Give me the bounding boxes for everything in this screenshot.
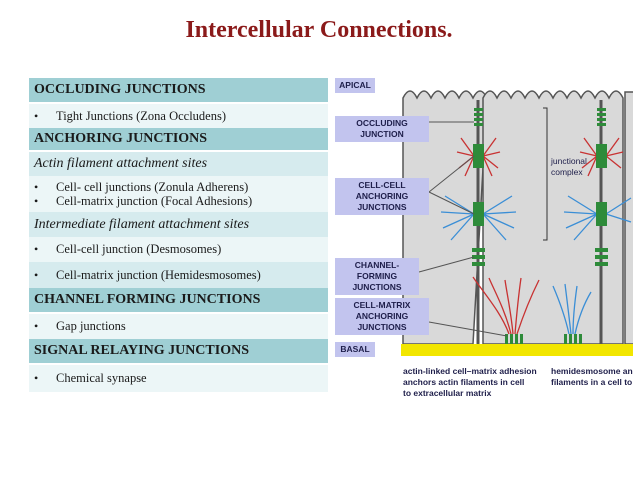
label-anchoring-junctions-2: ANCHORING JUNCTIONS <box>355 311 409 332</box>
bullet: • <box>34 194 39 208</box>
hemidesmosome-anchor <box>564 334 582 344</box>
caption-left-line-3: to extracellular matrix <box>403 388 492 398</box>
intermediate-subheader: Intermediate filament attachment sites <box>29 212 328 237</box>
channel-item: • Gap junctions <box>29 314 328 339</box>
occluding-item-text: Tight Junctions (Zona Occludens) <box>56 108 227 123</box>
desmosome-filaments <box>440 195 632 241</box>
label-basal: BASAL <box>335 342 375 357</box>
label-junctional-complex: junctional complex <box>551 156 587 178</box>
label-channel-forming: CHANNEL-FORMING JUNCTIONS <box>335 258 419 295</box>
actin-item-2: • Cell-matrix junction (Focal Adhesions) <box>29 194 328 212</box>
occluding-item: • Tight Junctions (Zona Occludens) <box>29 104 328 128</box>
actin-item-1: • Cell- cell junctions (Zonula Adherens) <box>29 176 328 194</box>
focal-adhesion-actin <box>472 276 540 335</box>
signal-item: • Chemical synapse <box>29 365 328 392</box>
basal-lamina <box>401 344 633 356</box>
label-channel-forming-text: CHANNEL-FORMING <box>354 260 400 281</box>
bullet: • <box>34 267 39 282</box>
intermediate-item-2: • Cell-matrix junction (Hemidesmosomes) <box>29 262 328 288</box>
anchoring-header: ANCHORING JUNCTIONS <box>29 128 328 152</box>
junctional-complex-bracket <box>543 107 548 241</box>
intermediate-item-1: • Cell-cell junction (Desmosomes) <box>29 237 328 262</box>
label-cell-cell: CELL-CELL <box>358 180 406 190</box>
actin-item-1-text: Cell- cell junctions (Zonula Adherens) <box>56 179 249 194</box>
caption-right-line-1: hemidesmosome and <box>551 366 633 376</box>
bullet: • <box>34 179 39 194</box>
junction-diagram: APICAL OCCLUDING JUNCTION CELL-CELL ANCH… <box>333 72 633 414</box>
actin-item-2-text: Cell-matrix junction (Focal Adhesions) <box>56 194 253 208</box>
focal-adhesion-anchor <box>505 334 523 344</box>
leader-lines <box>418 121 508 337</box>
caption-left: actin-linked cell–matrix adhesion anchor… <box>403 366 549 399</box>
junction-diagram-art <box>401 90 633 356</box>
label-cell-matrix: CELL-MATRIX <box>353 300 411 310</box>
tight-junction <box>474 108 606 126</box>
caption-left-line-2: anchors actin filaments in cell <box>403 377 525 387</box>
label-complex: complex <box>551 167 583 177</box>
channel-header: CHANNEL FORMING JUNCTIONS <box>29 288 328 314</box>
intermediate-item-1-text: Cell-cell junction (Desmosomes) <box>56 242 222 256</box>
label-junctional: junctional <box>551 156 587 166</box>
page-title: Intercellular Connections. <box>185 17 453 43</box>
label-anchoring-junctions: ANCHORING JUNCTIONS <box>355 191 409 212</box>
gap-junction <box>472 248 608 266</box>
intermediate-item-2-text: Cell-matrix junction (Hemidesmosomes) <box>56 267 261 282</box>
actin-subheader: Actin filament attachment sites <box>29 152 328 176</box>
bullet: • <box>34 319 39 333</box>
signal-header: SIGNAL RELAYING JUNCTIONS <box>29 339 328 365</box>
label-cell-cell-anchoring: CELL-CELL ANCHORING JUNCTIONS <box>335 178 429 215</box>
channel-item-text: Gap junctions <box>56 319 126 333</box>
label-junctions: JUNCTIONS <box>352 282 402 292</box>
caption-right: hemidesmosome and filaments in a cell to… <box>551 366 633 388</box>
caption-right-line-2: filaments in a cell to e <box>551 377 633 387</box>
signal-item-text: Chemical synapse <box>56 371 147 385</box>
label-apical: APICAL <box>335 78 375 93</box>
occluding-header: OCCLUDING JUNCTIONS <box>29 78 328 104</box>
bullet: • <box>34 108 39 123</box>
bullet: • <box>34 242 39 256</box>
hemidesmosome-filaments <box>552 283 592 335</box>
junction-table: OCCLUDING JUNCTIONS • Tight Junctions (Z… <box>29 78 328 392</box>
label-occluding-junction: OCCLUDING JUNCTION <box>335 116 429 142</box>
label-cell-matrix-anchoring: CELL-MATRIX ANCHORING JUNCTIONS <box>335 298 429 335</box>
caption-left-line-1: actin-linked cell–matrix adhesion <box>403 366 537 376</box>
bullet: • <box>34 371 39 385</box>
cell-right-edge <box>624 91 633 345</box>
